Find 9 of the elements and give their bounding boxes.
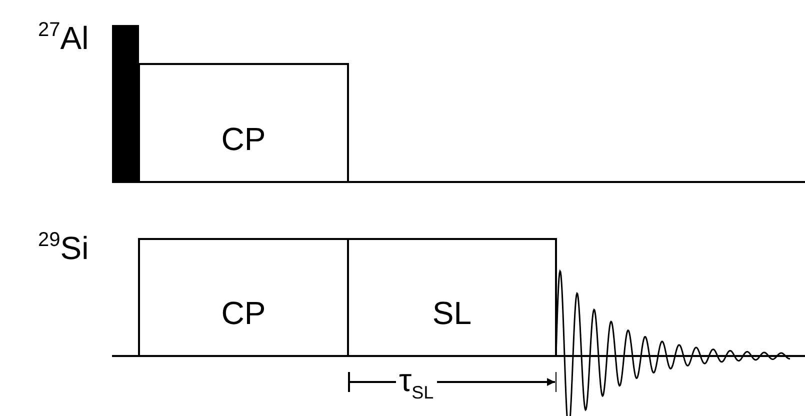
pulse-bar (112, 25, 139, 183)
channel-label: $^{27}$Al (38, 22, 89, 54)
pulse-block (138, 63, 349, 183)
pulse-label: CP (221, 297, 266, 333)
channel-label: $^{29}$Si (38, 232, 89, 264)
pulse-label: CP (221, 123, 266, 159)
pulse-block (138, 238, 349, 357)
pulse-label: SL (432, 297, 472, 333)
pulse-block (347, 238, 557, 357)
